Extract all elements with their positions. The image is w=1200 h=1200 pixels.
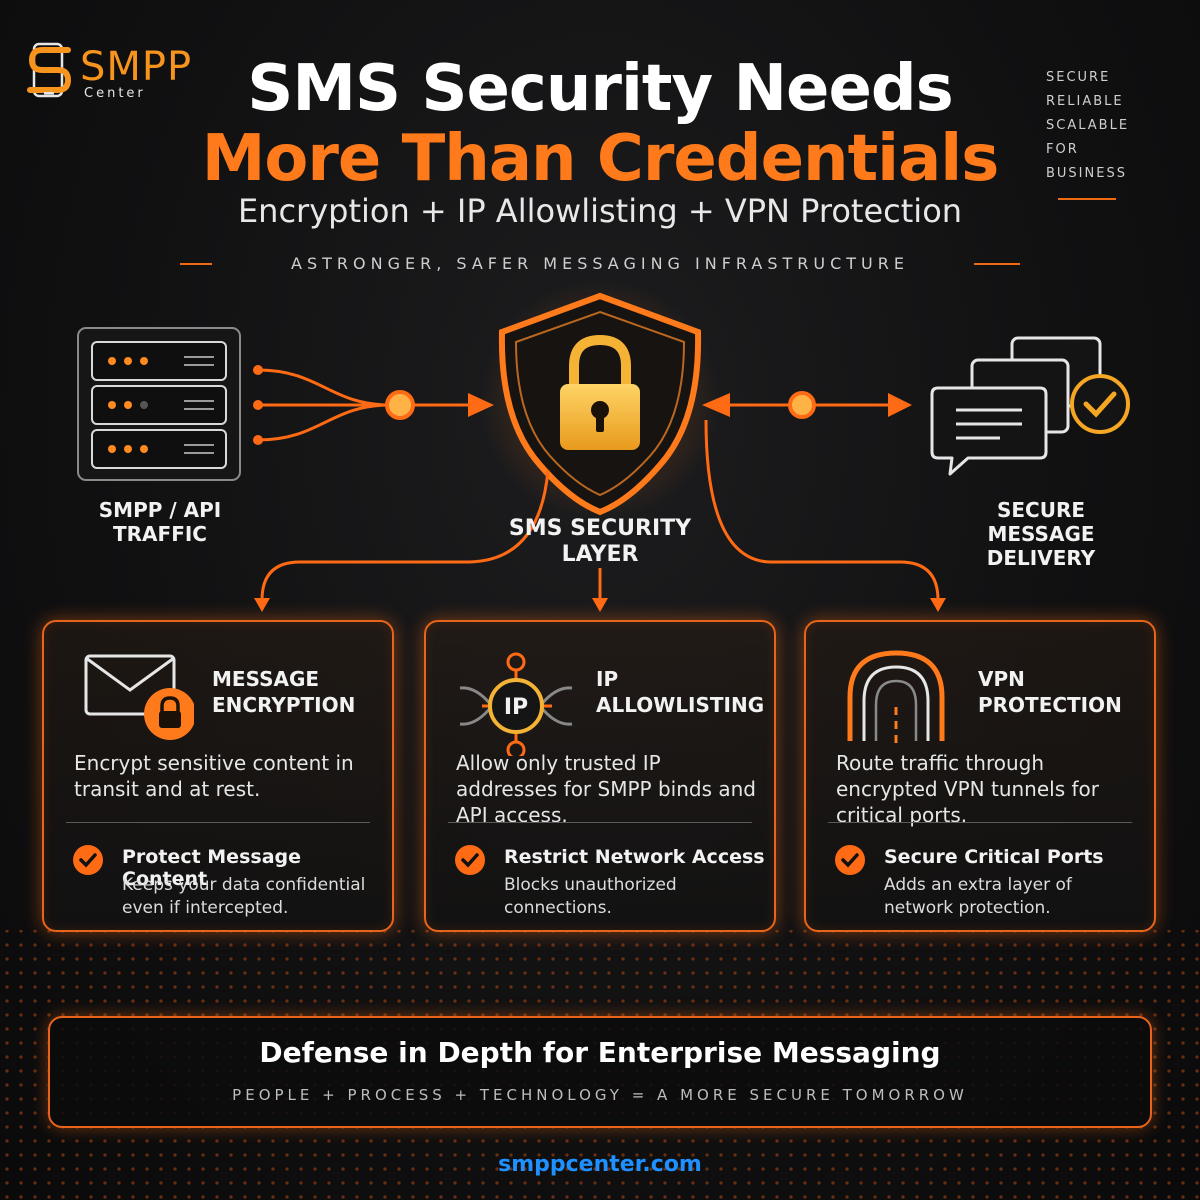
card-title: IP ALLOWLISTING <box>596 666 764 718</box>
main-title-line2: More Than Credentials <box>201 122 1000 196</box>
banner-title: Defense in Depth for Enterprise Messagin… <box>259 1036 941 1069</box>
check-icon <box>835 845 865 875</box>
card-benefit-description: Blocks unauthorized connections. <box>504 875 677 918</box>
side-tags: SECURE RELIABLE SCALABLE FOR BUSINESS <box>1046 66 1146 186</box>
tagline-divider-left <box>180 263 212 265</box>
card-message-encryption: MESSAGE ENCRYPTION Encrypt sensitive con… <box>42 620 394 932</box>
card-title-line: IP <box>596 667 619 691</box>
banner-tagline: PEOPLE + PROCESS + TECHNOLOGY = A MORE S… <box>232 1086 968 1104</box>
side-tag: FOR <box>1046 142 1079 157</box>
ip-icon-text: IP <box>504 695 528 720</box>
vpn-tunnel-icon <box>847 650 945 743</box>
brand-name: SMPP <box>80 44 193 90</box>
main-title-line1: SMS Security Needs <box>247 52 954 126</box>
center-label: SMS SECURITY LAYER <box>480 516 720 568</box>
card-benefit: Secure Critical Ports <box>884 846 1104 868</box>
server-icon <box>77 327 241 481</box>
side-tag: SCALABLE <box>1046 118 1130 133</box>
card-benefit-description: Adds an extra layer of network protectio… <box>884 875 1072 918</box>
security-flow-diagram <box>77 280 1130 612</box>
card-title-line: VPN <box>978 667 1025 691</box>
side-tag: SECURE <box>1046 70 1111 85</box>
message-stack-icon <box>930 336 1102 476</box>
card-divider <box>448 822 752 823</box>
card-description: Encrypt sensitive content in transit and… <box>74 751 354 801</box>
center-label-line: LAYER <box>561 542 639 567</box>
center-label-line: SMS SECURITY <box>508 516 692 541</box>
brand-logo <box>27 42 72 98</box>
branch-connectors <box>260 419 940 602</box>
source-label-line: SMPP / API <box>98 498 222 522</box>
check-icon <box>1070 374 1130 434</box>
check-icon <box>455 845 485 875</box>
card-title-line: PROTECTION <box>978 693 1122 717</box>
source-label: SMPP / API TRAFFIC <box>80 498 240 546</box>
card-title-line: ENCRYPTION <box>212 693 356 717</box>
website-link[interactable]: smppcenter.com <box>498 1152 702 1177</box>
subtitle: Encryption + IP Allowlisting + VPN Prote… <box>237 192 963 230</box>
card-description: Allow only trusted IP addresses for SMPP… <box>456 751 756 827</box>
node-dot <box>788 391 816 419</box>
card-benefit-description: Keeps your data confidential even if int… <box>122 875 366 918</box>
card-divider <box>828 822 1132 823</box>
card-title-line: ALLOWLISTING <box>596 693 765 717</box>
envelope-lock-icon <box>84 654 194 740</box>
shield-lock-icon <box>498 292 702 516</box>
card-benefit: Restrict Network Access <box>504 846 765 868</box>
tagline-divider-right <box>974 263 1020 265</box>
defense-banner <box>48 1016 1152 1128</box>
node-dot <box>385 390 415 420</box>
check-icon <box>73 845 103 875</box>
side-tag: BUSINESS <box>1046 166 1127 181</box>
card-title: VPN PROTECTION <box>978 666 1122 718</box>
card-vpn-protection: VPN PROTECTION Route traffic through enc… <box>804 620 1156 932</box>
target-label: SECURE MESSAGE DELIVERY <box>930 498 1152 570</box>
ip-network-icon: IP <box>459 652 573 756</box>
card-title: MESSAGE ENCRYPTION <box>212 666 355 718</box>
side-tag: RELIABLE <box>1046 94 1124 109</box>
brand-sub: Center <box>84 86 146 101</box>
card-title-line: MESSAGE <box>212 667 320 691</box>
source-label-line: TRAFFIC <box>113 522 207 546</box>
card-divider <box>66 822 370 823</box>
card-benefit: Protect Message Content <box>122 846 301 890</box>
card-description: Route traffic through encrypted VPN tunn… <box>836 751 1099 827</box>
target-label-line: SECURE <box>996 498 1086 522</box>
tagline: ASTRONGER, SAFER MESSAGING INFRASTRUCTUR… <box>291 254 909 273</box>
side-divider <box>1058 198 1116 200</box>
target-label-line: MESSAGE DELIVERY <box>986 522 1096 570</box>
card-ip-allowlisting: IP IP ALLOWLISTING Allow only trusted IP… <box>424 620 776 932</box>
connector-left <box>257 368 470 442</box>
